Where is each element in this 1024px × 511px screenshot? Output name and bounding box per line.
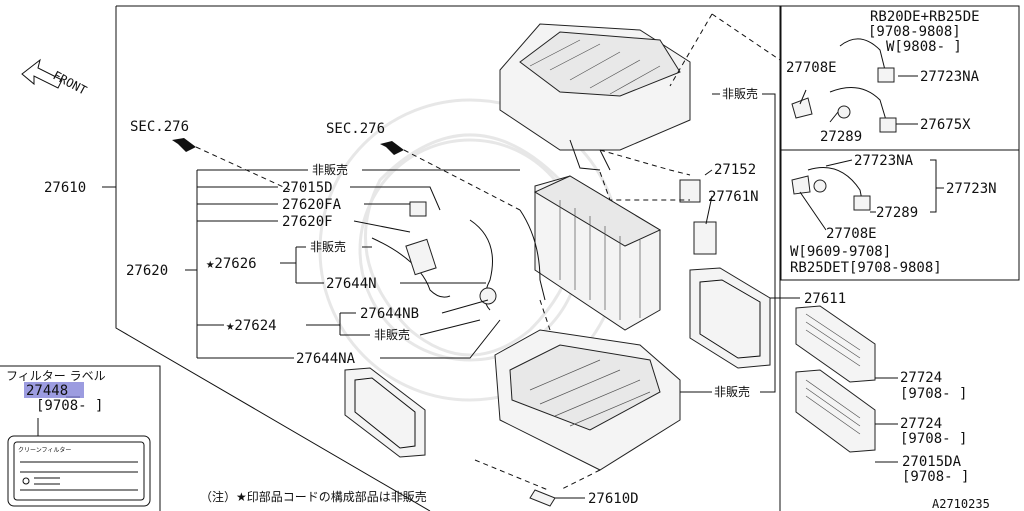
label-27626: ★27626: [206, 256, 257, 272]
label-not-sold-2: 非販売: [310, 239, 346, 254]
sec-dash-left: [195, 146, 291, 191]
label-27644NA: 27644NA: [296, 351, 356, 367]
filter-label-part-highlight: [24, 382, 84, 398]
label-27620FA: 27620FA: [282, 197, 342, 213]
bolt-part: [529, 489, 556, 507]
inset-mid-engine-date: RB25DET[9708-9808]: [790, 260, 942, 276]
label-27620F: 27620F: [282, 214, 333, 230]
hose-part: [371, 179, 717, 311]
filter-label-part: 27448: [26, 383, 68, 399]
sec-label-right: SEC.276: [326, 121, 385, 137]
sec-arrow-right-icon: [380, 141, 404, 155]
inset-top-date: [9708-9808]: [868, 24, 961, 40]
label-27015D: 27015D: [282, 180, 333, 196]
diagram-code: A2710235: [932, 497, 990, 511]
lower-housing-part: [494, 329, 681, 471]
label-not-sold-5: 非販売: [714, 384, 750, 399]
label-not-sold-4: 非販売: [722, 86, 758, 101]
label-27624: ★27624: [226, 318, 277, 334]
footnote: （注）★印部品コードの構成部品は非販売: [200, 489, 427, 504]
filter-frame-left-part: [344, 367, 426, 458]
main-frame: [115, 5, 781, 511]
label-27761N: 27761N: [708, 189, 759, 205]
inset-top-engine: RB20DE+RB25DE: [870, 9, 980, 25]
filter-label-card: クリーンフィルター: [7, 435, 151, 507]
label-27015DA-date: [9708- ]: [902, 469, 969, 485]
guide-dash: [711, 13, 781, 61]
front-arrow-icon: [21, 58, 63, 89]
inset-top-w-date: W[9808- ]: [886, 39, 962, 55]
leader-lines: [37, 93, 898, 499]
inset-mid-27289: 27289: [876, 205, 918, 221]
label-27015DA: 27015DA: [902, 454, 962, 470]
filter-label-title: フィルター ラベル: [6, 369, 106, 383]
inset-top-27723NA: 27723NA: [920, 69, 980, 85]
label-27724-b-date: [9708- ]: [900, 431, 967, 447]
sec-dash-right: [403, 149, 521, 211]
guide-dash: [474, 459, 549, 491]
label-27644N: 27644N: [326, 276, 377, 292]
sec-arrow-left-icon: [172, 138, 196, 152]
label-27644NB: 27644NB: [360, 306, 419, 322]
inset-mid-27723NA: 27723NA: [854, 153, 914, 169]
label-27620: 27620: [126, 263, 168, 279]
inset-top: [791, 38, 918, 133]
label-27724-b: 27724: [900, 416, 942, 432]
front-label: FRONT: [51, 68, 89, 97]
inset-mid-27708E: 27708E: [826, 226, 877, 242]
inset-mid-27723N: 27723N: [946, 181, 997, 197]
label-27724-a: 27724: [900, 370, 942, 386]
inset-top-27289: 27289: [820, 129, 862, 145]
label-27152: 27152: [714, 162, 756, 178]
inset-mid: [791, 159, 944, 231]
inset-mid-w-date: W[9609-9708]: [790, 244, 891, 260]
guide-dash: [559, 469, 601, 491]
label-27610: 27610: [44, 180, 86, 196]
guide-dash: [599, 171, 690, 201]
filter-card-title: クリーンフィルター: [18, 446, 71, 454]
inset-mid-box: [780, 149, 1020, 281]
inset-top-27708E: 27708E: [786, 60, 837, 76]
filter-frame-part: [689, 267, 771, 369]
label-27611: 27611: [804, 291, 846, 307]
sec-label-left: SEC.276: [130, 119, 189, 135]
filter-label-box: [0, 365, 161, 511]
label-27724-a-date: [9708- ]: [900, 386, 967, 402]
label-27610D: 27610D: [588, 491, 639, 507]
guide-dash: [669, 13, 713, 87]
filter-label-date: [9708- ]: [36, 398, 103, 414]
label-not-sold-3: 非販売: [374, 327, 410, 342]
label-not-sold-1: 非販売: [312, 162, 348, 177]
evaporator-core-part: [533, 175, 662, 331]
sensor-27152-part: [679, 179, 701, 203]
guide-dash: [599, 149, 691, 176]
cabin-filter-part: [795, 305, 876, 453]
upper-housing-part: [499, 23, 691, 171]
inset-top-27675X: 27675X: [920, 117, 971, 133]
